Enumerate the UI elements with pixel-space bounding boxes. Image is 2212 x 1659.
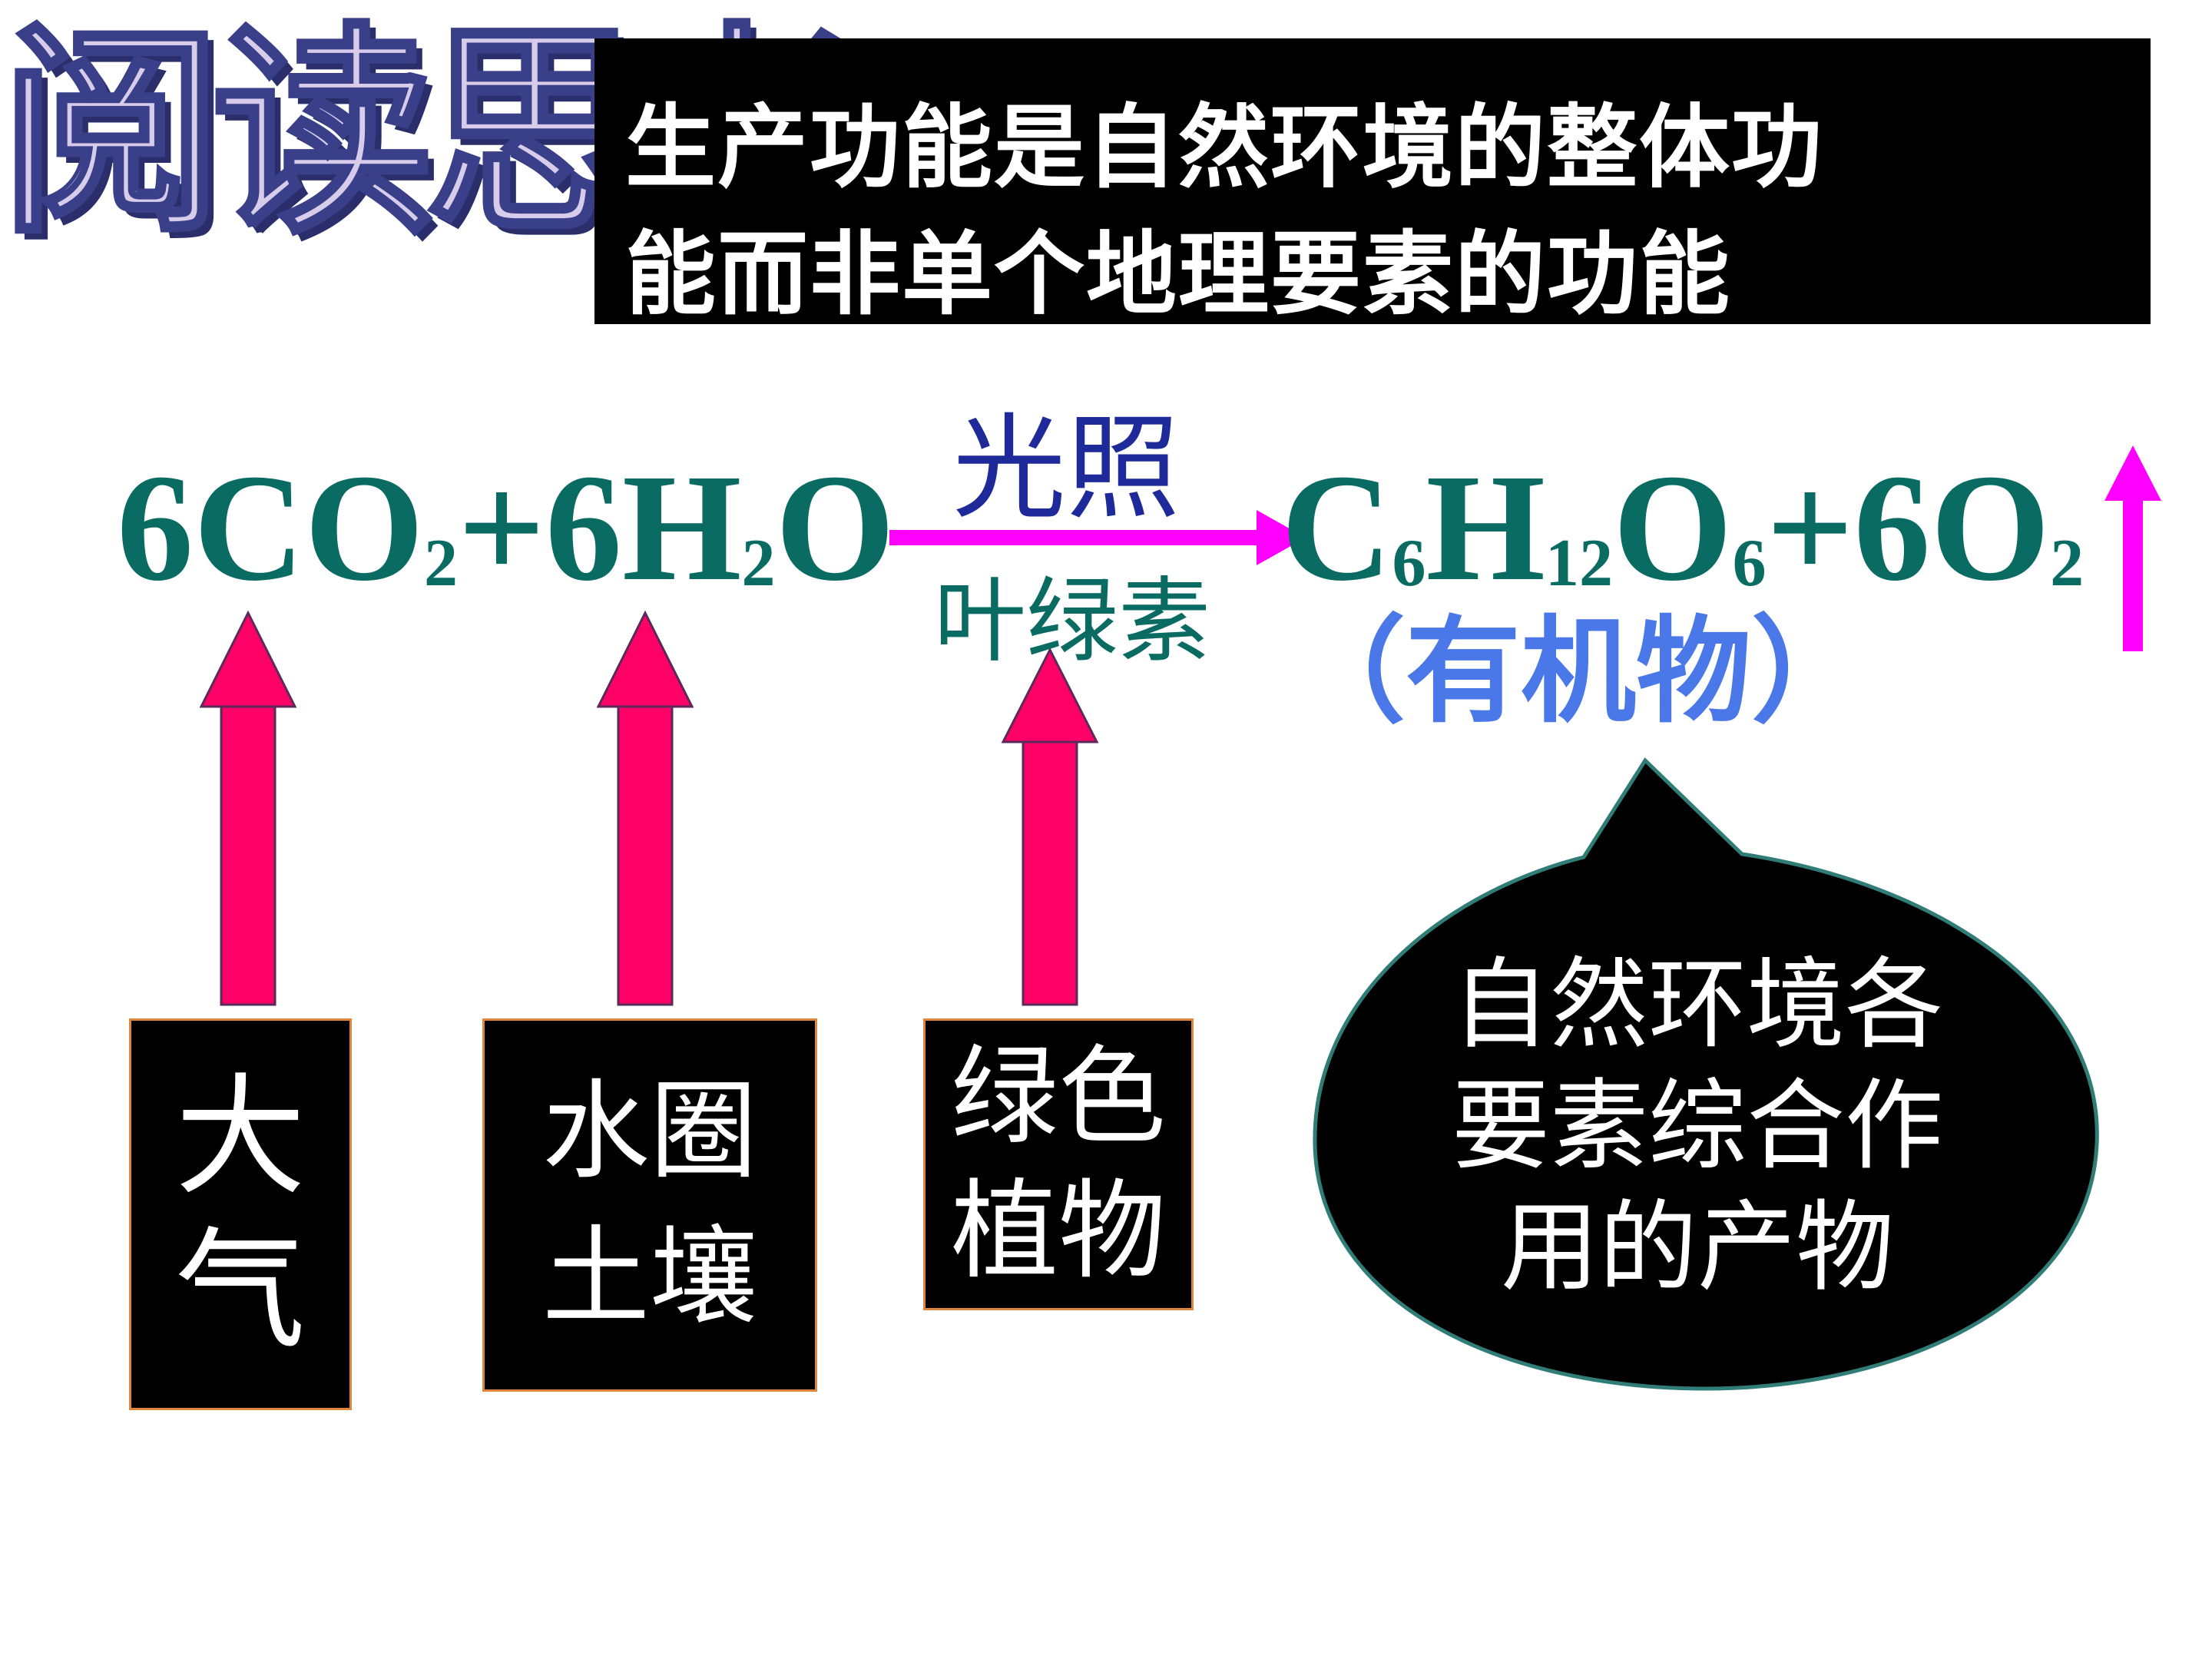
note-box: 生产功能是自然环境的整体功 能而非单个地理要素的功能 (594, 38, 2151, 327)
reactant-h2o-subscript: 2 (741, 526, 776, 601)
reactant-h2o: +6H (458, 443, 742, 613)
equation-products: C6H12O6+6O2 (1281, 444, 2084, 648)
source-plants: 绿色 植物 (923, 1018, 1194, 1310)
condition-chlorophyll: 叶绿素 (934, 568, 1210, 675)
callout-bubble (1313, 757, 2099, 1391)
source-atmosphere-line-1: 大 (174, 1061, 306, 1214)
reaction-arrow (889, 510, 1306, 565)
source-plants-line-2: 植物 (950, 1169, 1166, 1294)
source-atmosphere-line-2: 气 (174, 1215, 306, 1367)
arrow-from-atmosphere (199, 610, 297, 1006)
note-line-2: 能而非单个地理要素的功能 (625, 221, 1732, 327)
product-c: C (1281, 443, 1392, 613)
product-label: （有机物） (1290, 605, 1867, 739)
callout-line-3: 用的产物 (1500, 1190, 1894, 1305)
source-atmosphere: 大 气 (129, 1018, 352, 1410)
product-o: O (1613, 443, 1733, 613)
product-h-subscript: 12 (1545, 526, 1614, 601)
source-plants-line-1: 绿色 (950, 1035, 1166, 1160)
reactant-co2: 6CO (117, 443, 424, 613)
gas-up-arrow (2104, 445, 2161, 651)
condition-light: 光照 (952, 402, 1180, 535)
callout-line-2: 要素综合作 (1451, 1069, 1943, 1184)
callout-line-1: 自然环境各 (1451, 948, 1943, 1062)
source-water-soil-line-2: 土壤 (541, 1215, 757, 1340)
product-o2: +6O (1766, 443, 2051, 613)
arrow-from-plants (1001, 647, 1099, 1006)
reactant-h2o-o: O (775, 443, 896, 613)
arrow-from-water-soil (596, 610, 694, 1006)
source-water-soil-line-1: 水圈 (541, 1069, 757, 1194)
note-line-1: 生产功能是自然环境的整体功 (625, 94, 1824, 200)
reactant-co2-subscript: 2 (424, 526, 458, 601)
source-water-soil: 水圈 土壤 (482, 1018, 817, 1392)
product-h: H (1426, 443, 1546, 613)
product-o2-subscript: 2 (2050, 526, 2085, 601)
product-c-subscript: 6 (1392, 526, 1426, 601)
product-o-subscript: 6 (1732, 526, 1767, 601)
callout-text: 自然环境各 要素综合作 用的产物 (1336, 945, 2058, 1309)
equation-reactants: 6CO2+6H2O (117, 444, 895, 648)
